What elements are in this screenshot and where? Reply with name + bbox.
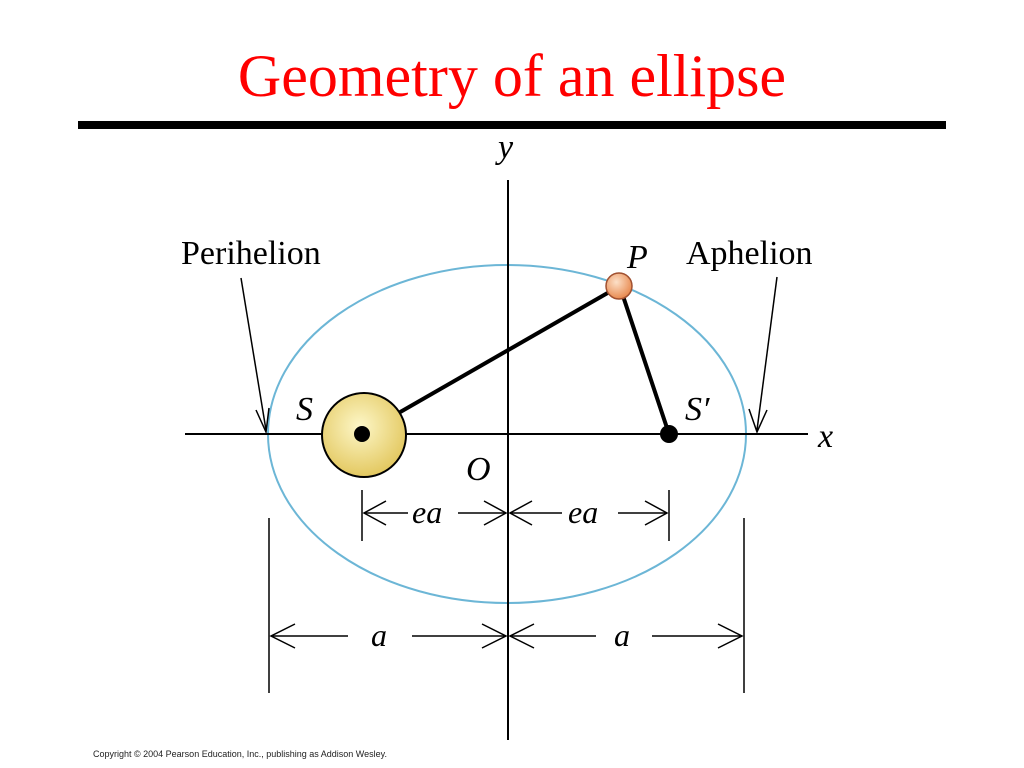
a-left-arrowhead-a xyxy=(269,623,296,649)
ea-right-arrowhead-a xyxy=(508,500,533,526)
empty-focus-dot xyxy=(660,425,678,443)
empty-focus-label: S′ xyxy=(685,391,710,428)
title-rule xyxy=(78,121,946,129)
copyright-notice: Copyright © 2004 Pearson Education, Inc.… xyxy=(93,749,387,759)
perihelion-label: Perihelion xyxy=(181,235,321,272)
sun-focus-dot xyxy=(354,426,370,442)
a-right-arrowhead-a xyxy=(508,623,535,649)
a-right-label: a xyxy=(614,617,630,653)
ea-left-label: ea xyxy=(412,494,442,530)
planet-p xyxy=(605,272,633,300)
ea-left-arrowhead-b xyxy=(483,500,508,526)
sun-focus-label: S xyxy=(296,391,313,428)
y-axis-label: y xyxy=(495,129,514,166)
aphelion-label: Aphelion xyxy=(686,235,813,272)
perihelion-pointer xyxy=(240,277,267,431)
radius-line-sun xyxy=(361,285,619,436)
ea-left-arrowhead-a xyxy=(362,500,387,526)
perihelion-arrowhead xyxy=(255,407,270,435)
x-axis-label: x xyxy=(817,418,833,455)
a-right-arrowhead-b xyxy=(717,623,744,649)
aphelion-pointer xyxy=(756,276,778,431)
radius-line-empty-focus xyxy=(619,289,671,435)
origin-label: O xyxy=(466,451,491,488)
a-left-arrowhead-b xyxy=(481,623,508,649)
a-left-label: a xyxy=(371,617,387,653)
ea-right-label: ea xyxy=(568,494,598,530)
slide-title: Geometry of an ellipse xyxy=(237,43,787,109)
aphelion-arrowhead xyxy=(748,408,768,435)
point-p-label: P xyxy=(626,239,648,276)
ea-right-arrowhead-b xyxy=(644,500,669,526)
